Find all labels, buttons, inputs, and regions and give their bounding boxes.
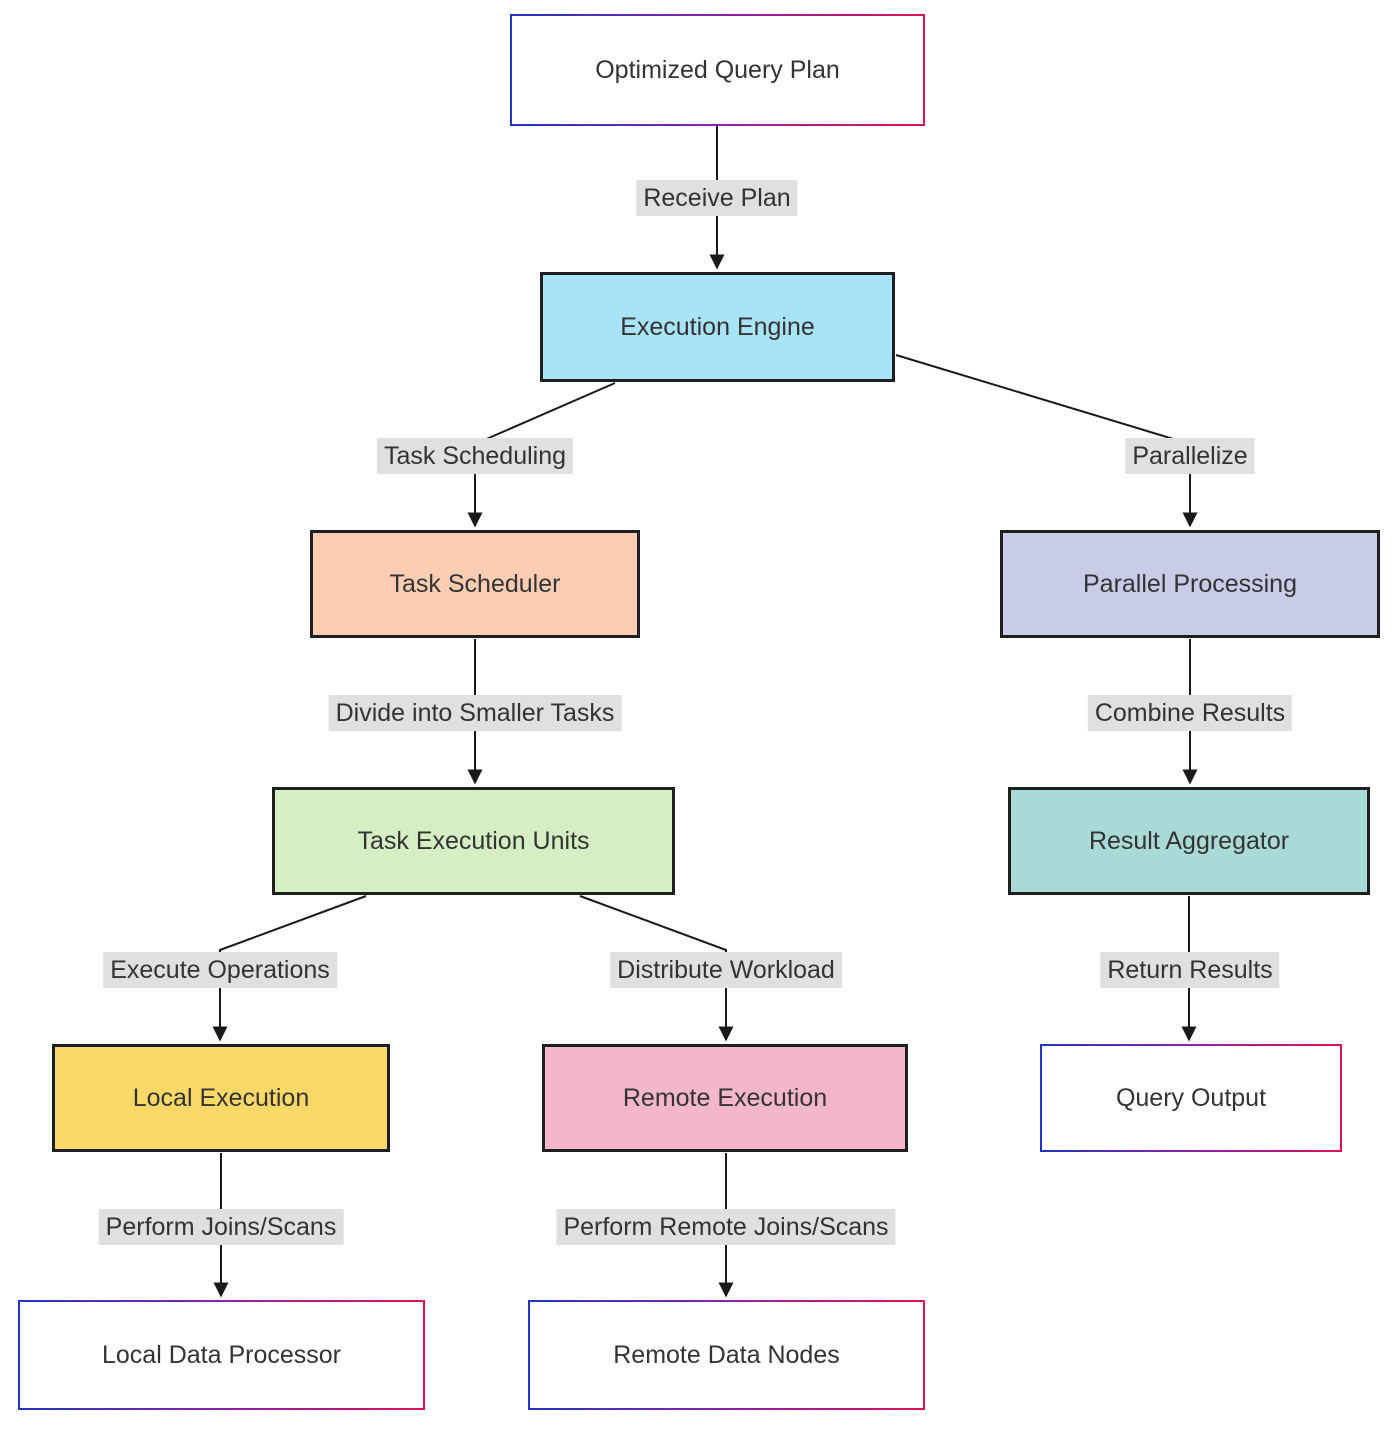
node-query-output: Query Output (1040, 1044, 1342, 1152)
node-label: Parallel Processing (1083, 569, 1297, 598)
node-label: Remote Execution (622, 1083, 828, 1112)
edge-label-task-scheduling: Task Scheduling (376, 438, 574, 474)
edge-label-receive-plan: Receive Plan (636, 180, 798, 216)
node-execution-engine: Execution Engine (540, 272, 895, 382)
node-parallel-processing: Parallel Processing (1000, 530, 1380, 638)
node-optimized-query-plan: Optimized Query Plan (510, 14, 925, 126)
node-label: Local Data Processor (101, 1340, 341, 1369)
edge-label-parallelize: Parallelize (1125, 438, 1255, 474)
node-label: Task Execution Units (357, 826, 590, 855)
node-label: Result Aggregator (1088, 826, 1290, 855)
node-label: Local Execution (132, 1083, 310, 1112)
node-task-scheduler: Task Scheduler (310, 530, 640, 638)
node-local-execution: Local Execution (52, 1044, 390, 1152)
edge-label-perform-joins-scans: Perform Joins/Scans (98, 1209, 344, 1245)
node-result-aggregator: Result Aggregator (1008, 787, 1370, 895)
edge-label-return-results: Return Results (1100, 952, 1280, 988)
node-label: Task Scheduler (389, 569, 561, 598)
node-remote-data-nodes: Remote Data Nodes (528, 1300, 925, 1410)
node-label: Optimized Query Plan (595, 55, 840, 84)
edge-label-execute-operations: Execute Operations (103, 952, 337, 988)
edge-label-divide-into-smaller-tasks: Divide into Smaller Tasks (328, 695, 622, 731)
edge-label-perform-remote-joins-scans: Perform Remote Joins/Scans (556, 1209, 896, 1245)
node-label: Query Output (1115, 1083, 1267, 1112)
edge-label-distribute-workload: Distribute Workload (610, 952, 842, 988)
node-local-data-processor: Local Data Processor (18, 1300, 425, 1410)
node-task-execution-units: Task Execution Units (272, 787, 675, 895)
edge-label-combine-results: Combine Results (1087, 695, 1293, 731)
node-remote-execution: Remote Execution (542, 1044, 908, 1152)
node-label: Remote Data Nodes (613, 1340, 840, 1369)
node-label: Execution Engine (620, 312, 815, 341)
